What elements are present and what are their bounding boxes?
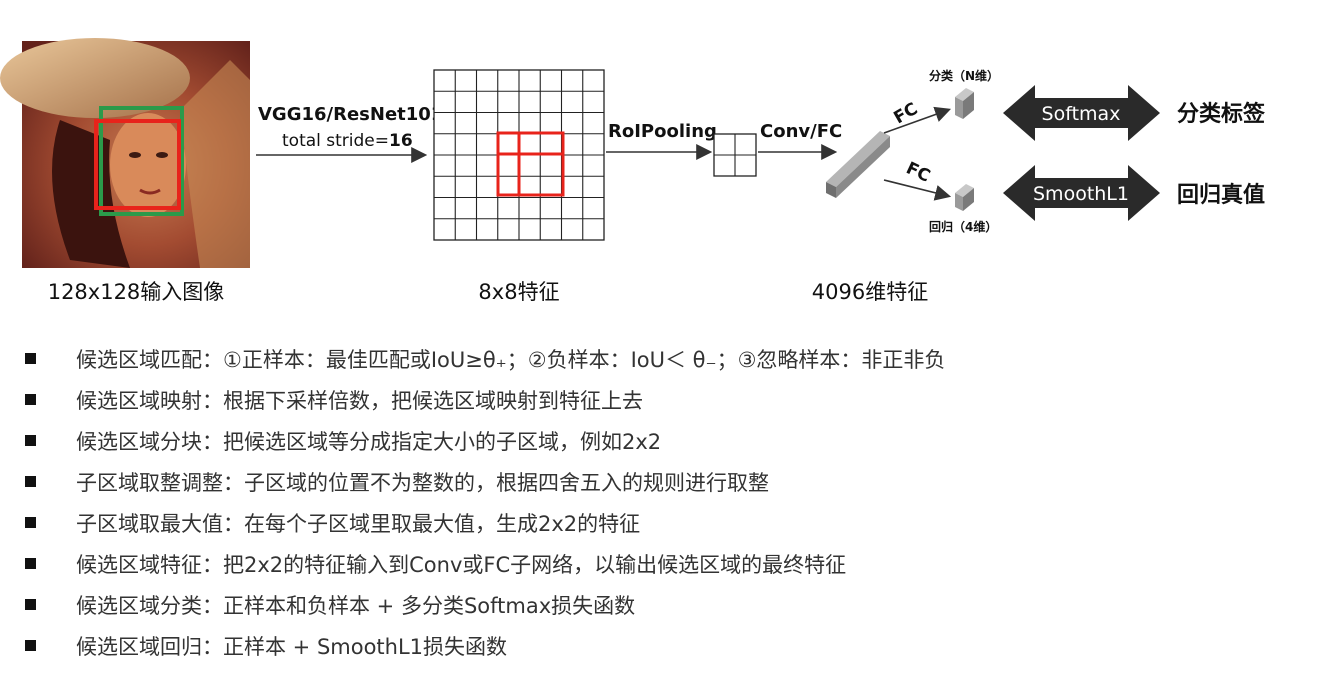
bullet-text: 子区域取整调整：子区域的位置不为整数的，根据四舍五入的规则进行取整 <box>76 470 769 495</box>
input-image <box>0 38 250 268</box>
reg-target-label: 回归真值 <box>1177 182 1265 208</box>
bullet-item: 候选区域分块：把候选区域等分成指定大小的子区域，例如2x2 <box>20 420 1300 461</box>
fc-bottom-label: FC <box>903 158 933 186</box>
bullet-item: 子区域取整调整：子区域的位置不为整数的，根据四舍五入的规则进行取整 <box>20 461 1300 502</box>
ground-truth-box <box>99 106 184 216</box>
stride-text: total stride=16 <box>282 131 413 151</box>
bullet-list: 候选区域匹配：①正样本：最佳匹配或IoU≥θ₊；②负样本：IoU＜ θ₋；③忽略… <box>20 338 1300 666</box>
fc-bottom-arrow <box>883 179 952 201</box>
bullet-square-icon <box>25 476 36 487</box>
face-shape <box>110 113 186 217</box>
bullet-item: 子区域取最大值：在每个子区域里取最大值，生成2x2的特征 <box>20 502 1300 543</box>
backbone-label: VGG16/ResNet101 <box>258 104 443 125</box>
bullet-item: 候选区域回归：正样本 + SmoothL1损失函数 <box>20 625 1300 666</box>
bullet-square-icon <box>25 558 36 569</box>
pooled-grid <box>713 133 757 177</box>
bullet-item: 候选区域特征：把2x2的特征输入到Conv或FC子网络，以输出候选区域的最终特征 <box>20 543 1300 584</box>
softmax-label: Softmax <box>1042 103 1121 125</box>
softmax-double-arrow: Softmax <box>1003 85 1160 141</box>
bullet-text: 候选区域特征：把2x2的特征输入到Conv或FC子网络，以输出候选区域的最终特征 <box>76 552 847 577</box>
bullet-square-icon <box>25 599 36 610</box>
convfc-label: Conv/FC <box>760 121 842 142</box>
feature-vector-bar <box>826 131 890 198</box>
bullet-text: 候选区域回归：正样本 + SmoothL1损失函数 <box>76 634 508 659</box>
bullet-item: 候选区域分类：正样本和负样本 + 多分类Softmax损失函数 <box>20 584 1300 625</box>
vector-caption: 4096维特征 <box>812 280 928 304</box>
hair-shape <box>52 120 130 268</box>
bullet-square-icon <box>25 353 36 364</box>
input-caption: 128x128输入图像 <box>48 280 225 304</box>
roipooling-label: RoIPooling <box>608 121 717 142</box>
smoothl1-label: SmoothL1 <box>1033 183 1129 205</box>
roi-region <box>496 131 565 197</box>
fc-top-arrow <box>883 106 952 134</box>
feature-caption: 8x8特征 <box>478 280 559 304</box>
cls-output-cube <box>955 88 974 119</box>
feature-grid <box>433 69 605 241</box>
bullet-square-icon <box>25 394 36 405</box>
bullet-text: 子区域取最大值：在每个子区域里取最大值，生成2x2的特征 <box>76 511 641 536</box>
proposal-box <box>94 119 181 210</box>
bullet-text: 候选区域分类：正样本和负样本 + 多分类Softmax损失函数 <box>76 593 636 618</box>
bullet-text: 候选区域映射：根据下采样倍数，把候选区域映射到特征上去 <box>76 388 643 413</box>
fc-top-label: FC <box>891 99 922 128</box>
bullet-text: 候选区域分块：把候选区域等分成指定大小的子区域，例如2x2 <box>76 429 662 454</box>
roi-outline <box>496 131 565 197</box>
cls-target-label: 分类标签 <box>1177 101 1266 127</box>
bullet-square-icon <box>25 640 36 651</box>
smoothl1-double-arrow: SmoothL1 <box>1003 165 1160 221</box>
cls-dim-label: 分类（N维） <box>929 68 999 83</box>
bullet-item: 候选区域映射：根据下采样倍数，把候选区域映射到特征上去 <box>20 379 1300 420</box>
bullet-item: 候选区域匹配：①正样本：最佳匹配或IoU≥θ₊；②负样本：IoU＜ θ₋；③忽略… <box>20 338 1300 379</box>
bullet-text: 候选区域匹配：①正样本：最佳匹配或IoU≥θ₊；②负样本：IoU＜ θ₋；③忽略… <box>76 347 946 372</box>
reg-output-cube <box>955 184 974 211</box>
bullet-square-icon <box>25 435 36 446</box>
reg-dim-label: 回归（4维） <box>929 219 997 234</box>
bullet-square-icon <box>25 517 36 528</box>
hat-shape <box>0 38 190 118</box>
